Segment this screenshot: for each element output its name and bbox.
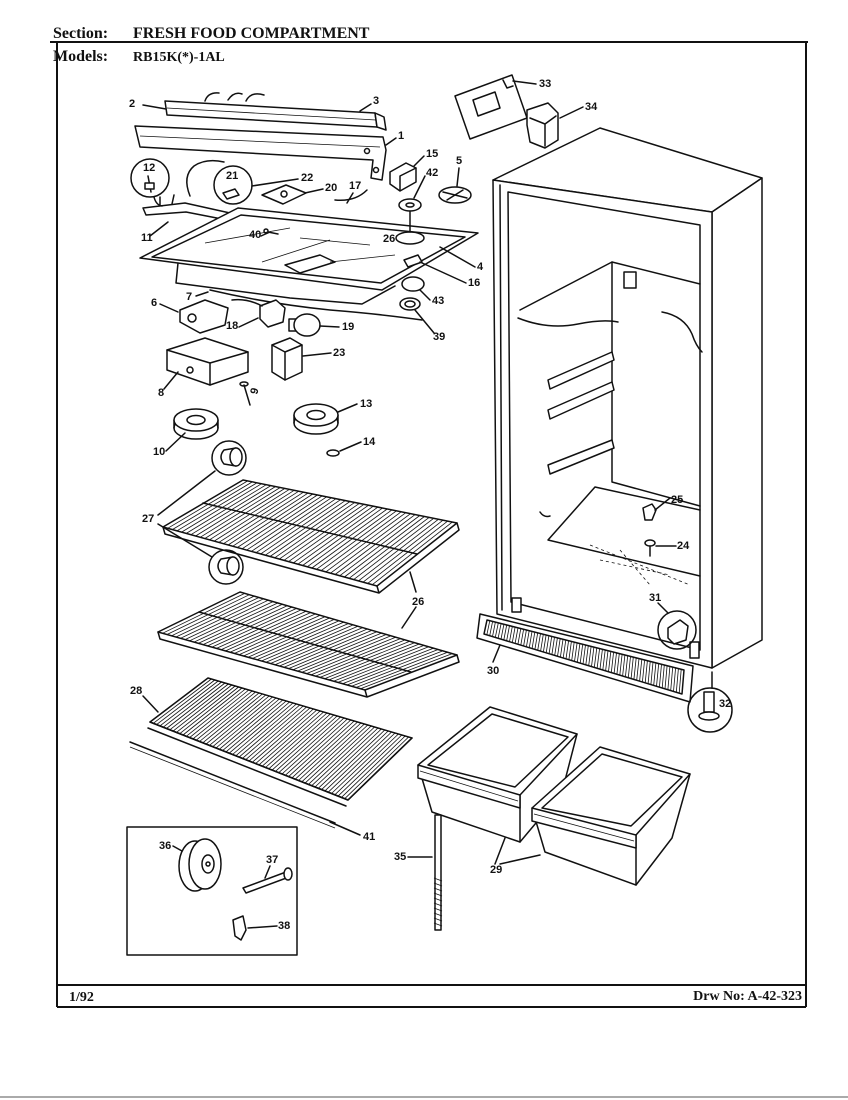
shelf-upper [162, 479, 460, 594]
callout-9: 9 [248, 387, 261, 396]
callout-13: 13 [360, 398, 372, 410]
shelf-28 [147, 677, 413, 807]
crisper-right [531, 746, 691, 886]
inset-box [126, 826, 298, 956]
part-6 [179, 299, 229, 334]
callout-43: 43 [432, 295, 444, 307]
callout-32: 32 [719, 698, 731, 710]
callout-31: 31 [649, 592, 661, 604]
callout-11: 11 [141, 232, 153, 244]
part-34 [526, 102, 559, 149]
part-39 [399, 297, 421, 311]
part-33 [454, 74, 528, 140]
part-35 [433, 814, 443, 931]
part-7 [209, 289, 423, 321]
callout-17: 17 [349, 180, 361, 192]
part-27-lower [208, 549, 244, 585]
callout-35: 35 [394, 851, 406, 863]
callout-20: 20 [325, 182, 337, 194]
part-9 [239, 381, 251, 406]
callout-42: 42 [426, 167, 438, 179]
callout-1: 1 [398, 130, 404, 142]
callout-18: 18 [226, 320, 238, 332]
callout-40: 40 [249, 229, 261, 241]
revision-date: 1/92 [69, 990, 94, 1005]
part-5 [438, 186, 472, 204]
part-20 [261, 184, 307, 205]
part-43 [401, 276, 425, 292]
callout-10: 10 [153, 446, 165, 458]
callouts: 2 3 1 33 34 15 5 12 21 22 20 17 42 11 40… [129, 78, 731, 932]
callout-8: 8 [158, 387, 164, 399]
part-25 [642, 503, 657, 521]
models-label: Models: [53, 48, 108, 65]
section-title: FRESH FOOD COMPARTMENT [133, 25, 370, 42]
drawing-frame [0, 41, 848, 1098]
part-32 [687, 671, 733, 733]
callout-34: 34 [585, 101, 598, 113]
part-42 [398, 198, 422, 233]
drawing-number: Drw No: A-42-323 [693, 989, 802, 1004]
part-12 [130, 158, 170, 198]
part-19 [288, 313, 321, 337]
part-11 [142, 194, 231, 221]
callout-6: 6 [151, 297, 157, 309]
part-1 [134, 125, 387, 181]
grille-louvers [486, 620, 682, 694]
callout-21: 21 [226, 170, 238, 182]
part-8 [166, 337, 249, 386]
callout-23: 23 [333, 347, 345, 359]
part-18 [231, 298, 286, 328]
callout-27: 27 [142, 513, 154, 525]
cabinet [492, 127, 763, 669]
callout-16: 16 [468, 277, 480, 289]
part-36-wheel [178, 838, 222, 892]
callout-38: 38 [278, 920, 290, 932]
callout-30: 30 [487, 665, 499, 677]
shelf-lower [157, 591, 460, 698]
callout-15: 15 [426, 148, 438, 160]
part-21 [186, 159, 253, 205]
callout-26-shelves: 26 [412, 596, 424, 608]
callout-39: 39 [433, 331, 445, 343]
callout-14: 14 [363, 436, 376, 448]
part-2 [164, 92, 387, 131]
part-38-clip [232, 915, 247, 941]
part-37-axle [242, 867, 293, 894]
callout-7: 7 [186, 291, 192, 303]
callout-2: 2 [129, 98, 135, 110]
callout-33: 33 [539, 78, 551, 90]
leader-lines [142, 80, 677, 929]
part-4-housing [139, 207, 479, 305]
shelf-28-grid [153, 678, 409, 799]
part-14 [326, 449, 340, 457]
model-number: RB15K(*)-1AL [133, 50, 225, 65]
callout-22: 22 [301, 172, 313, 184]
callout-24: 24 [677, 540, 690, 552]
part-10 [173, 408, 219, 440]
part-13 [293, 403, 339, 435]
callout-4: 4 [477, 261, 484, 273]
part-24 [644, 539, 656, 557]
callout-29: 29 [490, 864, 502, 876]
callout-28: 28 [130, 685, 142, 697]
section-label: Section: [53, 25, 108, 42]
callout-3: 3 [373, 95, 379, 107]
part-17 [334, 189, 368, 202]
part-31 [657, 610, 697, 650]
callout-26-tray: 26 [383, 233, 395, 245]
callout-41: 41 [363, 831, 375, 843]
part-23 [271, 337, 303, 381]
callout-37: 37 [266, 854, 278, 866]
part-27-upper [211, 440, 247, 476]
part-15 [389, 162, 417, 192]
callout-12: 12 [143, 162, 155, 174]
callout-25: 25 [671, 494, 683, 506]
callout-5: 5 [456, 155, 462, 167]
part-41-rod [129, 741, 336, 829]
callout-19: 19 [342, 321, 354, 333]
callout-36: 36 [159, 840, 171, 852]
